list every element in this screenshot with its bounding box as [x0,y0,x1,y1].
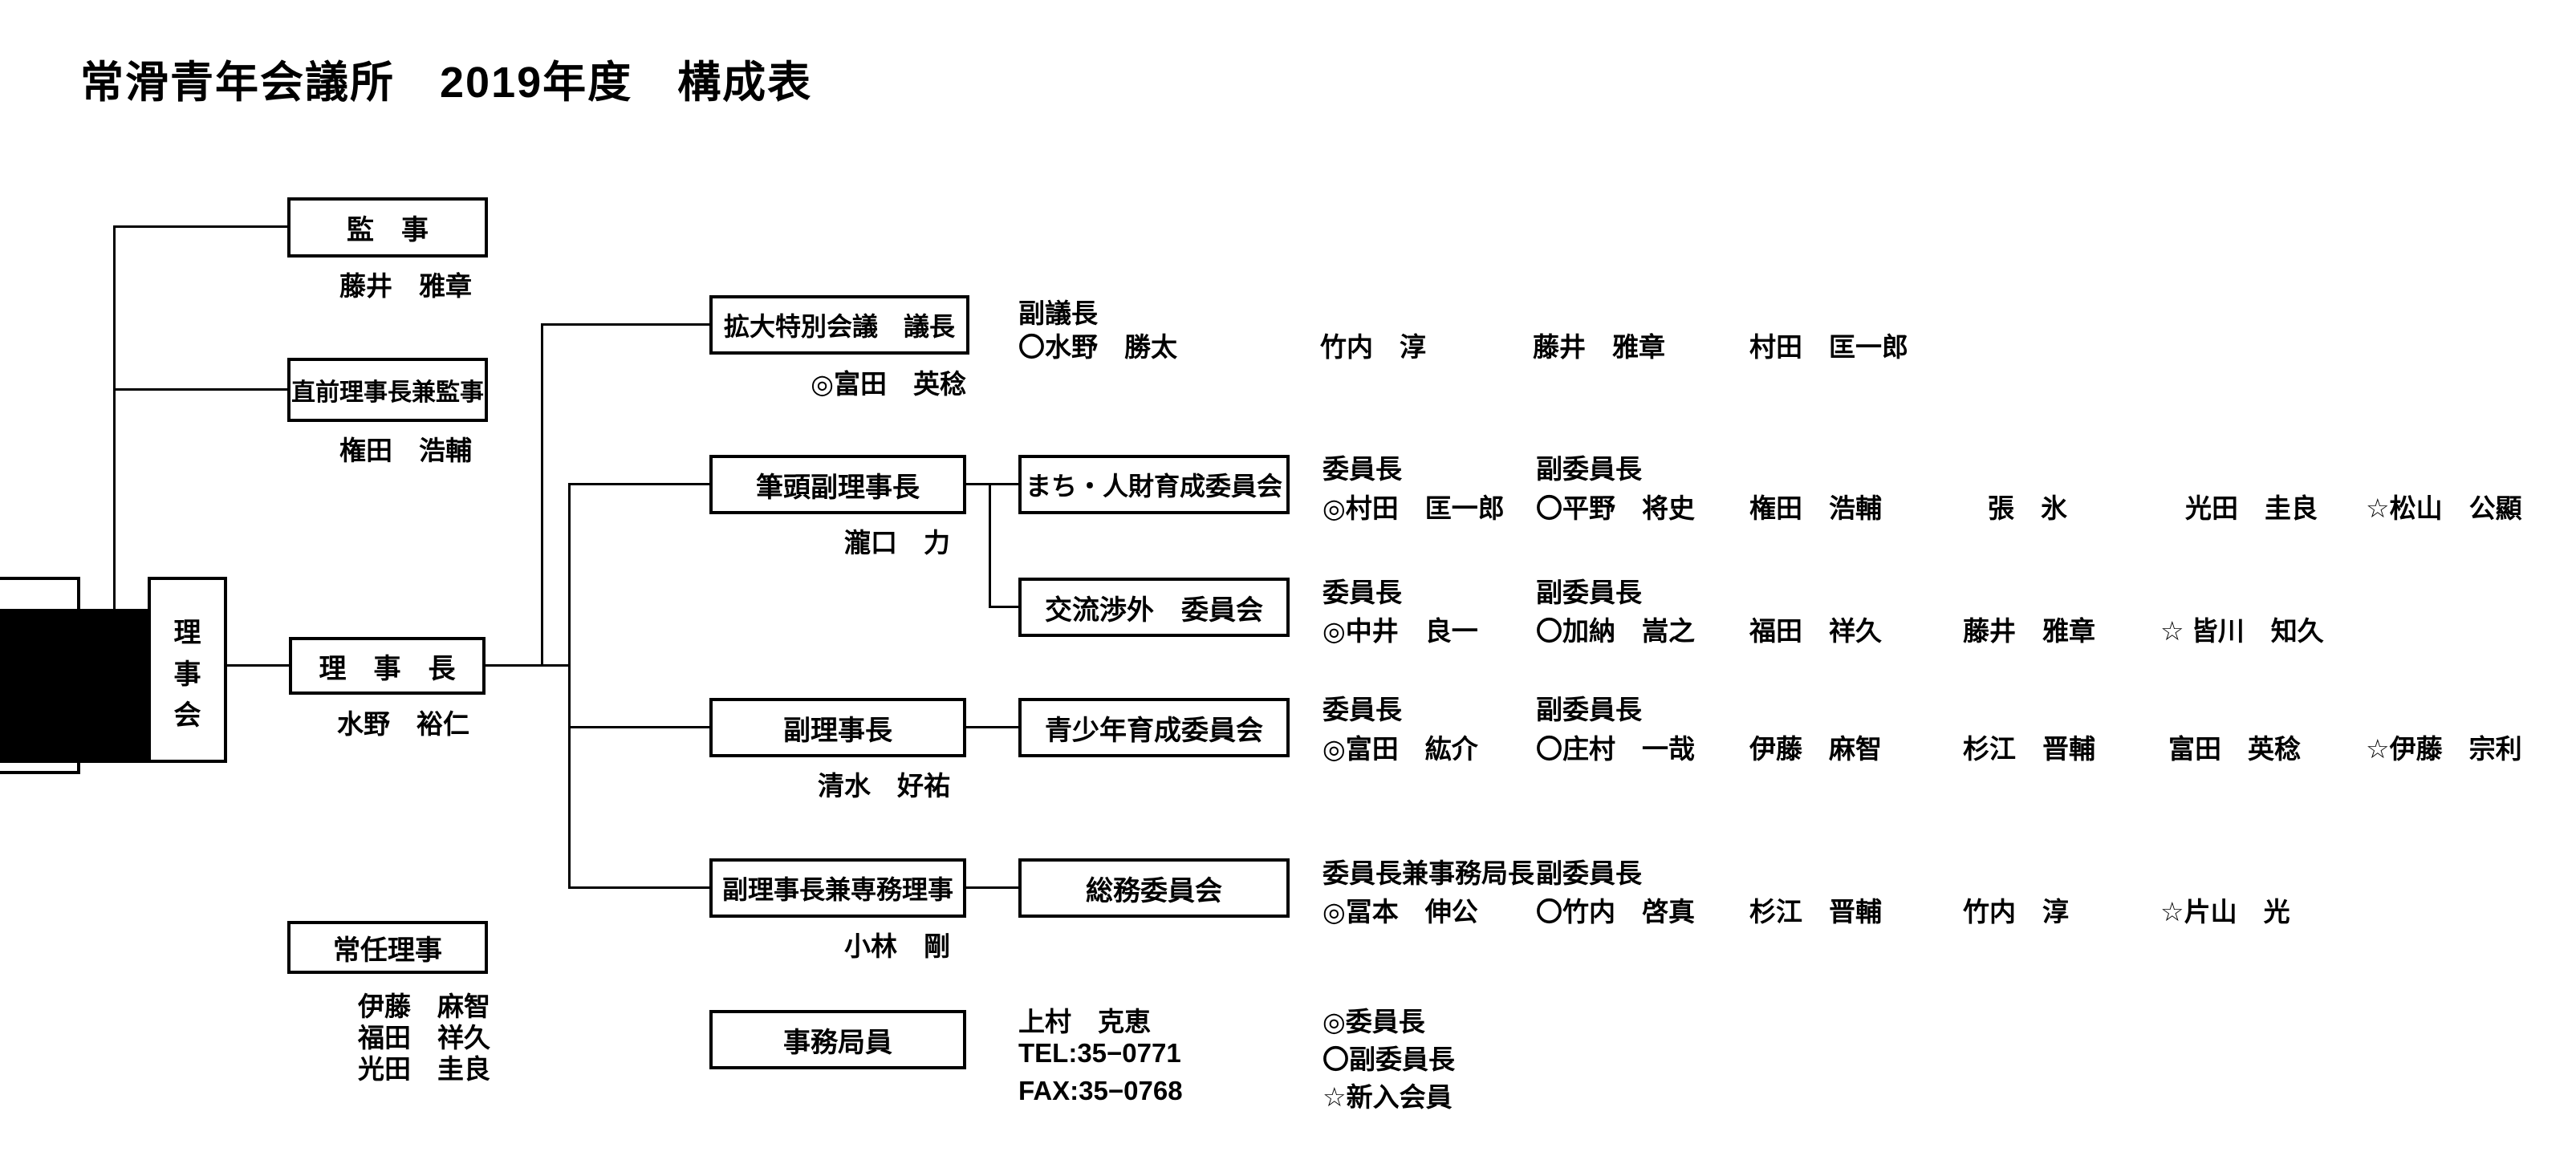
immediate-past-president-box: 直前理事長兼監事 [287,358,488,422]
senior-vice-president-box: 筆頭副理事長 [709,455,966,514]
vice-president-name: 清水 好祐 [818,771,950,801]
board-of-directors-box: 理 事 会 [148,577,227,763]
board-char-2: 事 [173,659,201,690]
vice-president-executive-name: 小林 剛 [844,931,950,961]
koryu-vice-chair-label: 副委員長 [1536,578,1642,607]
connector-machi-committee [966,483,1018,485]
koryu-member-4: 藤井 雅章 [1963,616,2095,646]
seishonen-committee-box: 青少年育成委員会 [1018,698,1290,757]
redaction-block [0,609,148,763]
somu-chair-label: 委員長兼事務局長 [1323,858,1534,888]
connector-vp-executive [568,886,709,889]
koryu-chair-name: ◎中井 良一 [1323,616,1478,646]
seishonen-vice-chair-name: 〇庄村 一哉 [1536,734,1695,764]
machi-chair-name: ◎村田 匡一郎 [1323,493,1505,523]
executive-director-2: 福田 祥久 [358,1023,490,1052]
seishonen-member-6: ☆伊藤 宗利 [2366,734,2522,764]
auditor-name: 藤井 雅章 [339,271,472,301]
connector-seishonen-committee [966,726,1018,728]
machi-vice-chair-label: 副委員長 [1536,454,1642,484]
connector-koryu-committee [989,606,1018,608]
seishonen-chair-label: 委員長 [1323,695,1402,724]
somu-vice-chair-name: 〇竹内 啓真 [1536,897,1695,927]
expanded-special-council-chair: ◎富田 英稔 [811,369,966,399]
machi-member-4: 張 氷 [1988,493,2067,523]
koryu-committee-box: 交流渉外 委員会 [1018,578,1290,637]
executive-director-3: 光田 圭良 [358,1054,490,1084]
connector-trunk-right [568,483,571,889]
secretariat-staff-name: 上村 克恵 [1018,1007,1151,1036]
somu-chair-name: ◎冨本 伸公 [1323,897,1478,927]
connector-auditor [115,225,287,228]
board-char-1: 理 [173,618,201,648]
immediate-past-president-name: 権田 浩輔 [339,436,472,465]
machi-chair-label: 委員長 [1323,454,1402,484]
council-vice-chair-label: 副議長 [1018,298,1098,328]
machi-member-3: 権田 浩輔 [1749,493,1882,523]
seishonen-vice-chair-label: 副委員長 [1536,695,1642,724]
executive-director-1: 伊藤 麻智 [358,992,490,1021]
connector-immediate-past [115,388,287,391]
expanded-special-council-box: 拡大特別会議 議長 [709,295,969,355]
seishonen-member-3: 伊藤 麻智 [1749,734,1882,764]
connector-trunk-left [113,225,116,609]
koryu-member-3: 福田 祥久 [1749,616,1882,646]
machi-vice-chair-name: 〇平野 将史 [1536,493,1695,523]
koryu-vice-chair-name: 〇加納 嵩之 [1536,616,1695,646]
koryu-chair-label: 委員長 [1323,578,1402,607]
connector-expanded-council [542,323,709,326]
connector-president-trunk [486,664,571,667]
koryu-member-5: ☆ 皆川 知久 [2160,616,2324,646]
senior-vice-president-name: 瀧口 力 [844,528,950,558]
somu-member-4: 竹内 淳 [1963,897,2069,927]
legend-new-member: ☆新入会員 [1323,1082,1453,1112]
somu-member-5: ☆片山 光 [2160,897,2290,927]
board-char-3: 会 [173,700,201,731]
machi-member-6: ☆松山 公顯 [2366,493,2522,523]
page-title: 常滑青年会議所 2019年度 構成表 [80,59,813,107]
executive-directors-box: 常任理事 [287,921,488,974]
somu-member-3: 杉江 晋輔 [1749,897,1882,927]
secretariat-fax: FAX:35−0768 [1018,1076,1183,1105]
president-box: 理 事 長 [289,637,486,695]
council-member-4: 村田 匡一郎 [1749,332,1908,362]
secretariat-tel: TEL:35−0771 [1018,1038,1181,1068]
connector-trunk-council [541,323,543,667]
machi-committee-box: まち・人財育成委員会 [1018,455,1290,514]
legend-vice-chair: 〇副委員長 [1323,1044,1455,1074]
council-member-2: 竹内 淳 [1320,332,1426,362]
auditor-box: 監 事 [287,197,488,258]
connector-somu-committee [966,886,1018,889]
somu-vice-chair-label: 副委員長 [1536,858,1642,888]
seishonen-chair-name: ◎富田 紘介 [1323,734,1478,764]
machi-member-5: 光田 圭良 [2185,493,2318,523]
seishonen-member-4: 杉江 晋輔 [1963,734,2095,764]
council-member-1: 〇水野 勝太 [1018,332,1177,362]
connector-board-president [227,664,289,667]
connector-vp [568,726,709,728]
connector-drop-koryu [989,485,991,607]
secretariat-box: 事務局員 [709,1010,966,1069]
seishonen-member-5: 富田 英稔 [2168,734,2301,764]
connector-senior-vp [568,483,709,485]
legend-chair: ◎委員長 [1323,1007,1425,1036]
somu-committee-box: 総務委員会 [1018,858,1290,918]
council-member-3: 藤井 雅章 [1533,332,1665,362]
vice-president-executive-box: 副理事長兼専務理事 [709,858,966,918]
president-name: 水野 裕仁 [337,709,469,739]
vice-president-box: 副理事長 [709,698,966,757]
